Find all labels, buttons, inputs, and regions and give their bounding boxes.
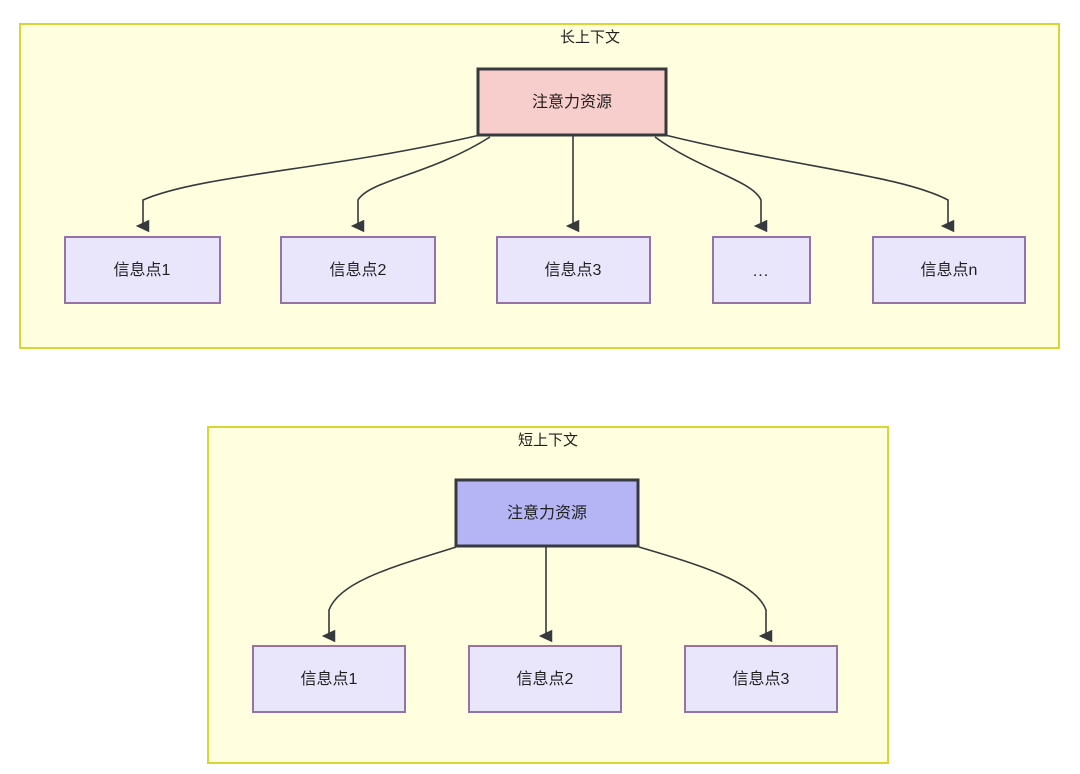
node-short-info-1[interactable]: 信息点1 bbox=[252, 645, 406, 713]
node-short-info-2-label: 信息点2 bbox=[517, 670, 574, 688]
node-short-info-3-label: 信息点3 bbox=[733, 670, 790, 688]
node-info-ellipsis-label: ... bbox=[753, 263, 769, 280]
node-info-3-label: 信息点3 bbox=[545, 261, 602, 279]
node-info-2-rect[interactable] bbox=[280, 236, 436, 304]
edge-attention-to-info-2 bbox=[350, 136, 491, 233]
node-info-n-label: 信息点n bbox=[921, 261, 978, 279]
group-short-context: 短上下文 注意力资源 信息点1 信息点2 信息点3 bbox=[207, 426, 889, 764]
node-short-info-1-rect[interactable] bbox=[252, 645, 406, 713]
node-info-1-label: 信息点1 bbox=[114, 261, 171, 279]
node-info-ellipsis[interactable]: ... bbox=[712, 236, 811, 304]
edge-attention-to-info-ellipsis bbox=[654, 136, 768, 233]
node-info-3[interactable]: 信息点3 bbox=[496, 236, 651, 304]
node-info-3-rect[interactable] bbox=[496, 236, 651, 304]
group-long-context: 长上下文 注意力资源 信息点1 信息点2 信息点 bbox=[19, 23, 1060, 349]
edge-attention-to-info-n bbox=[664, 134, 955, 233]
node-info-ellipsis-rect[interactable] bbox=[712, 236, 811, 304]
node-info-1-rect[interactable] bbox=[64, 236, 221, 304]
node-short-info-3-rect[interactable] bbox=[684, 645, 838, 713]
node-short-info-1-label: 信息点1 bbox=[301, 670, 358, 688]
node-info-2[interactable]: 信息点2 bbox=[280, 236, 436, 304]
node-short-info-2[interactable]: 信息点2 bbox=[468, 645, 622, 713]
node-info-1[interactable]: 信息点1 bbox=[64, 236, 221, 304]
node-info-n[interactable]: 信息点n bbox=[872, 236, 1026, 304]
container-title-short-context: 短上下文 bbox=[518, 432, 578, 449]
node-attention-short-label: 注意力资源 bbox=[507, 503, 587, 522]
edge-attention-to-info-1 bbox=[135, 134, 481, 233]
node-attention-long-rect[interactable] bbox=[476, 67, 668, 137]
node-attention-long[interactable]: 注意力资源 bbox=[476, 67, 668, 137]
node-info-2-label: 信息点2 bbox=[330, 261, 387, 279]
node-attention-short[interactable]: 注意力资源 bbox=[454, 478, 640, 548]
container-title-long-context: 长上下文 bbox=[560, 29, 620, 46]
node-info-n-rect[interactable] bbox=[872, 236, 1026, 304]
node-attention-short-rect[interactable] bbox=[454, 478, 640, 548]
node-short-info-2-rect[interactable] bbox=[468, 645, 622, 713]
node-attention-long-label: 注意力资源 bbox=[532, 92, 612, 111]
edge-attention-short-to-info-3 bbox=[638, 546, 773, 643]
edge-attention-short-to-info-1 bbox=[321, 546, 457, 643]
node-short-info-3[interactable]: 信息点3 bbox=[684, 645, 838, 713]
